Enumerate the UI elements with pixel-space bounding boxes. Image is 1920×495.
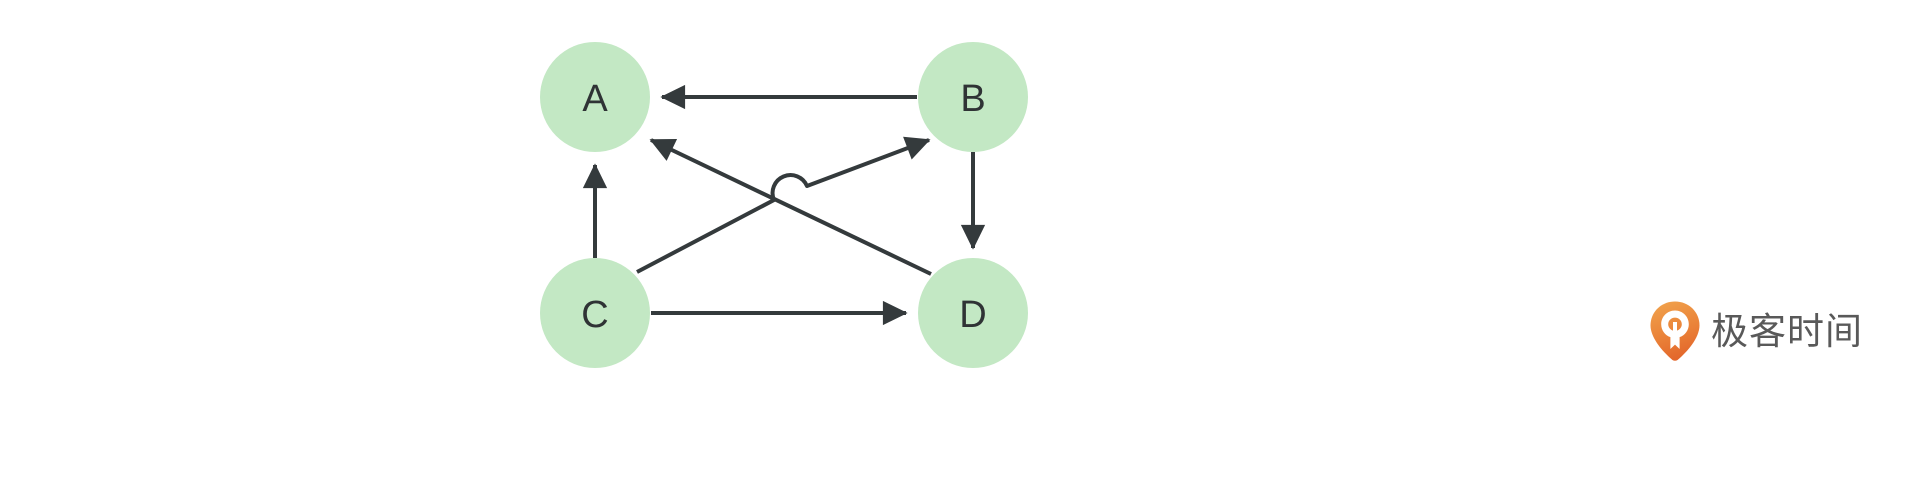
edge-c-to-b xyxy=(636,136,931,274)
node-b-circle[interactable] xyxy=(918,42,1028,152)
node-a-circle[interactable] xyxy=(540,42,650,152)
node-d[interactable]: D xyxy=(918,258,1028,368)
node-b-label: B xyxy=(960,78,985,120)
node-c-circle[interactable] xyxy=(540,258,650,368)
node-layer: A B C D xyxy=(540,42,1028,368)
brand-name: 极客时间 xyxy=(1711,309,1863,353)
node-a-label: A xyxy=(582,78,608,120)
node-d-label: D xyxy=(959,294,986,336)
geektime-pin-icon xyxy=(1650,301,1700,361)
node-b[interactable]: B xyxy=(918,42,1028,152)
edge-layer xyxy=(582,84,986,326)
node-d-circle[interactable] xyxy=(918,258,1028,368)
brand-watermark: 极客时间 xyxy=(1649,300,1863,362)
edge-d-to-a xyxy=(649,138,932,276)
node-c-label: C xyxy=(581,294,608,336)
node-c[interactable]: C xyxy=(540,258,650,368)
node-a[interactable]: A xyxy=(540,42,650,152)
